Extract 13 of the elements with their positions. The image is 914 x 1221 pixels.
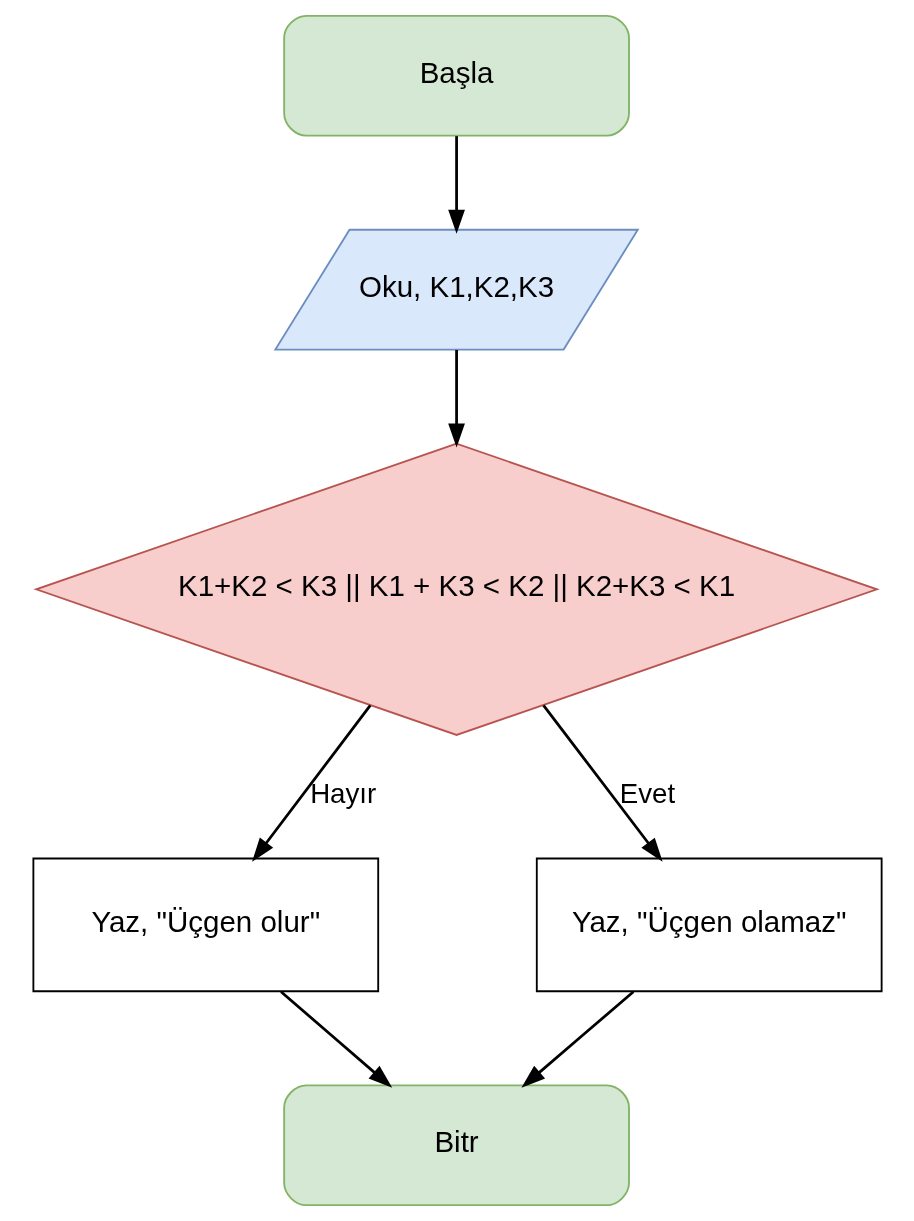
edge-label: Evet: [619, 778, 675, 810]
node-box: Bitr: [282, 1084, 630, 1207]
arrow: [520, 990, 634, 1088]
arrow: [447, 349, 465, 448]
arrow: [251, 704, 371, 862]
node-diamond: K1+K2 < K3 || K1 + K3 < K2 || K2+K3 < K1: [32, 442, 880, 736]
node-box: Yaz, "Üçgen olur": [31, 857, 379, 993]
node-box: Başla: [282, 14, 630, 137]
arrow: [279, 990, 392, 1088]
edge-label: Hayır: [309, 778, 376, 810]
arrow: [541, 704, 663, 862]
node-box: Yaz, "Üçgen olamaz": [535, 857, 883, 993]
arrow: [447, 136, 465, 234]
